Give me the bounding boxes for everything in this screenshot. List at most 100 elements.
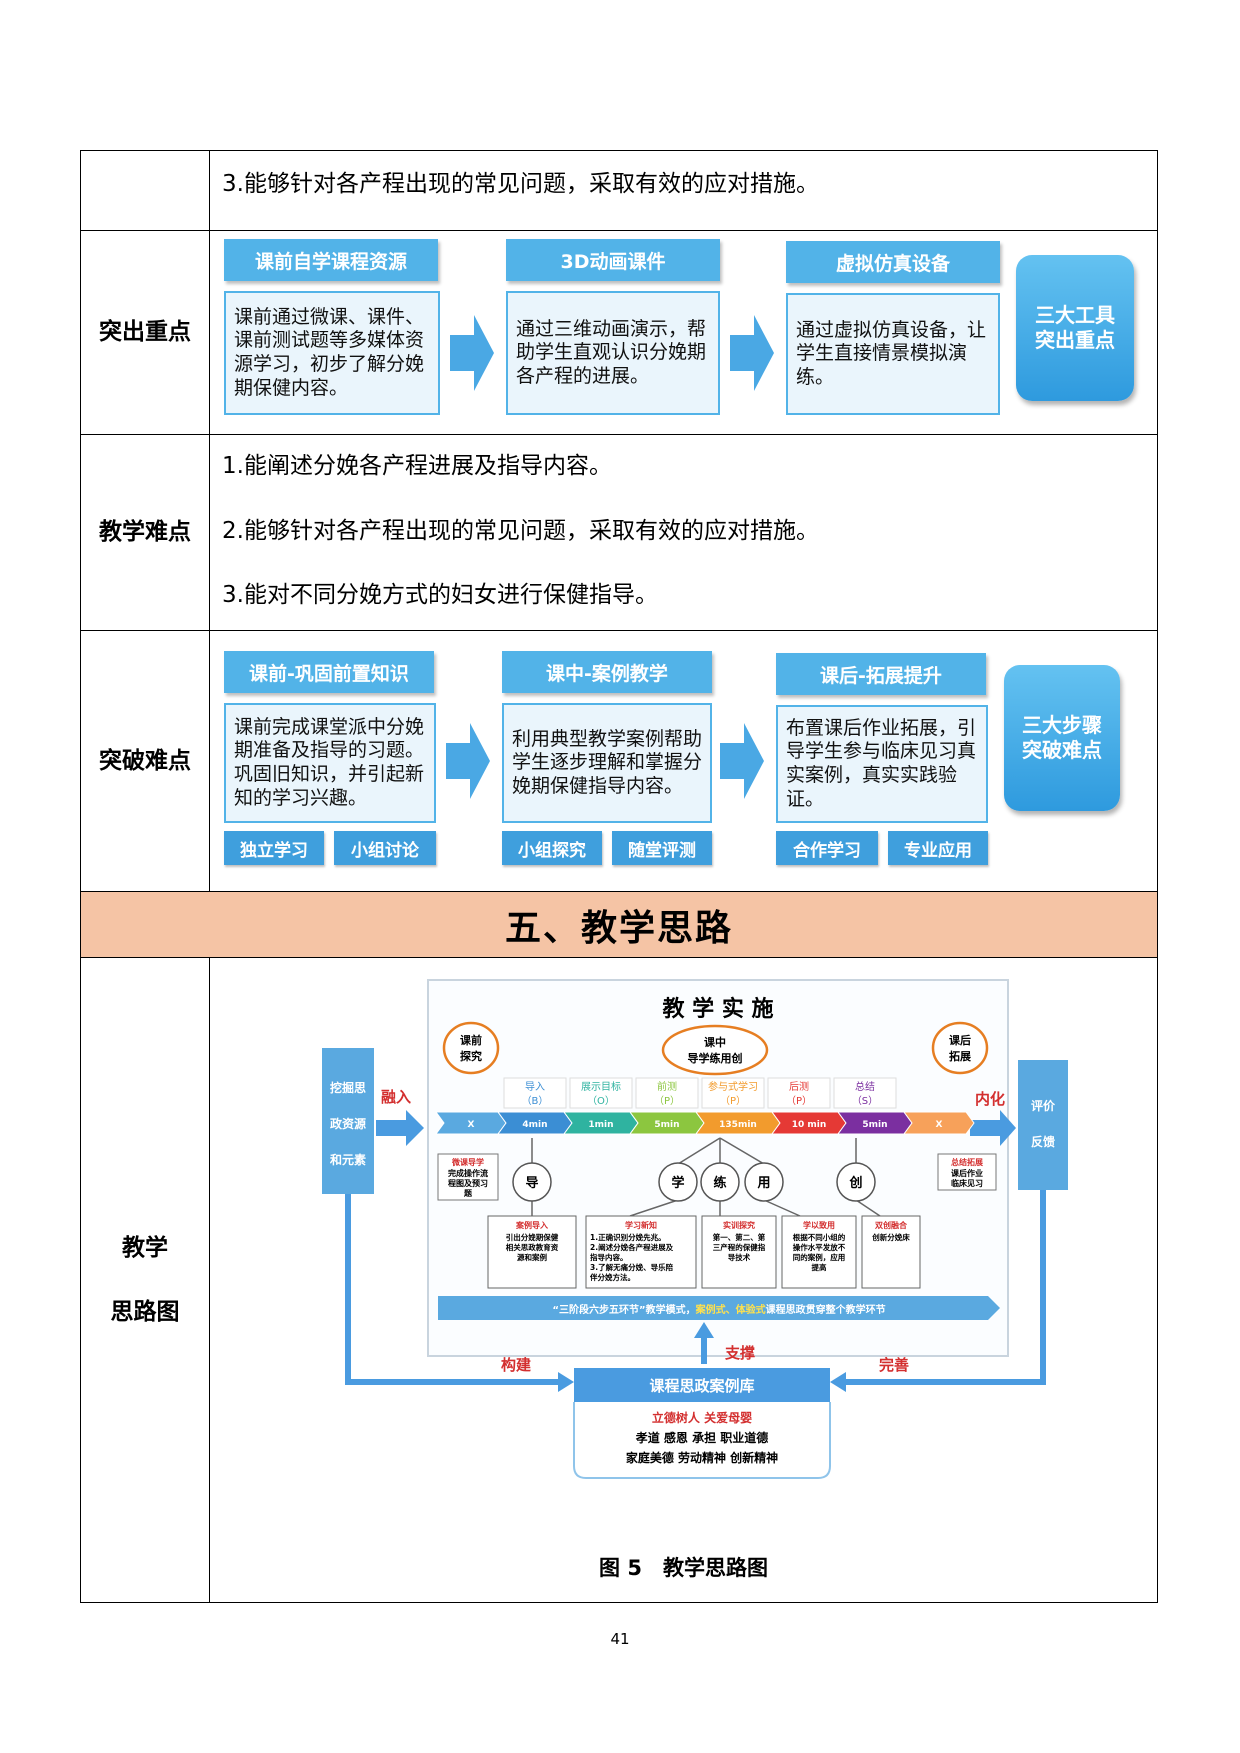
phase-label-bottom: （P） xyxy=(786,1095,812,1107)
post-class-text-1: 课后 xyxy=(949,1033,971,1047)
rongru-label: 融入 xyxy=(381,1088,411,1106)
detail-boxes: 案例导入引出分娩期保健相关思政教育资源和案例学习新知1.正确识别分娩先兆。2.阐… xyxy=(487,1215,921,1289)
construct-label: 构建 xyxy=(501,1356,532,1374)
mode-banner-text: “三阶段六步五环节”教学模式，案例式、体验式课程思政贯穿整个教学环节 xyxy=(552,1303,885,1316)
phase-label-bottom: （P） xyxy=(720,1095,746,1107)
in-class-ellipse xyxy=(661,1024,769,1076)
post-class-ellipse xyxy=(931,1021,989,1075)
breakthrough-step-2-title: 课中-案例教学 xyxy=(502,651,712,693)
emphasis-step-1-body: 课前通过微课、课件、课前测试题等多媒体资源学习，初步了解分娩期保健内容。 xyxy=(224,291,440,415)
connector-line xyxy=(629,1199,679,1217)
teaching-flow-figure: 教 学 实 施 课前 探究 课中 导学练用创 课后 拓展 挖掘思 政资源 和元素 xyxy=(258,978,1138,1538)
detail-box-line: 源和案例 xyxy=(517,1252,547,1262)
pre-class-text-1: 课前 xyxy=(460,1033,482,1047)
page-number: 41 xyxy=(610,1630,630,1648)
detail-box xyxy=(701,1215,777,1289)
right-box-line-2: 反馈 xyxy=(1031,1134,1055,1149)
pre-class-ellipse xyxy=(442,1021,500,1075)
detail-box-line: 引出分娩期保健 xyxy=(506,1232,559,1242)
case-library-red: 立德树人 关爱母婴 xyxy=(652,1410,752,1425)
detail-box-line: 提高 xyxy=(812,1262,827,1272)
left-box-line-1: 挖掘思 xyxy=(330,1080,366,1095)
figure-caption: 图 5 教学思路图 xyxy=(599,1556,768,1580)
detail-box-line: 指导内容。 xyxy=(590,1252,628,1262)
circle-create xyxy=(836,1162,876,1202)
mode-banner xyxy=(438,1296,1000,1320)
improve-arrow-line xyxy=(846,1190,1046,1385)
detail-box-line: 操作水平发放不 xyxy=(793,1242,846,1252)
detail-box-line: 1.正确识别分娩先兆。 xyxy=(590,1232,666,1242)
phase-label-box xyxy=(767,1077,831,1109)
chip-in-class-test: 随堂评测 xyxy=(612,831,712,865)
difficulty-label: 教学难点 xyxy=(81,435,210,630)
circle-create-text: 创 xyxy=(848,1175,862,1191)
pre-class-text-2: 探究 xyxy=(460,1049,482,1063)
pre-note-line-4: 题 xyxy=(463,1188,473,1198)
in-class-text-1: 课中 xyxy=(704,1035,726,1049)
case-library-title: 课程思政案例库 xyxy=(649,1377,754,1395)
row-label-empty xyxy=(81,151,210,230)
support-label: 支撑 xyxy=(724,1344,755,1362)
detail-box-line: 相关思政教育资 xyxy=(506,1242,559,1252)
chip-cooperative-learning: 合作学习 xyxy=(776,831,878,865)
post-note-line-2: 课后作业 xyxy=(951,1168,983,1178)
timeline-label: X xyxy=(468,1120,475,1130)
timeline-label: 1min xyxy=(588,1120,613,1130)
timeline-label: 4min xyxy=(522,1120,547,1130)
connector-line xyxy=(855,1199,881,1217)
phase-label-top: 导入 xyxy=(525,1081,545,1093)
circle-guide-text: 导 xyxy=(525,1176,538,1191)
emphasis-step-1-title: 课前自学课程资源 xyxy=(224,239,438,281)
emphasis-step-2-body: 通过三维动画演示，帮助学生直观认识分娩期各产程的进展。 xyxy=(506,291,720,415)
case-library-body xyxy=(573,1402,831,1479)
detail-box-line: 三产程的保健指 xyxy=(713,1242,766,1252)
timeline-label: X xyxy=(936,1120,943,1130)
chip-group-discussion: 小组讨论 xyxy=(334,831,436,865)
post-class-text-2: 拓展 xyxy=(949,1049,972,1063)
detail-box-title: 双创融合 xyxy=(875,1220,908,1230)
detail-box-line: 同的案例，应用 xyxy=(793,1252,846,1262)
emphasis-step-2-title: 3D动画课件 xyxy=(506,239,720,281)
phase-label-bottom: （O） xyxy=(587,1095,615,1107)
breakthrough-step-1-title: 课前-巩固前置知识 xyxy=(224,651,434,693)
improve-label: 完善 xyxy=(879,1356,909,1374)
phase-label-box xyxy=(833,1077,897,1109)
emphasis-label: 突出重点 xyxy=(81,231,210,434)
in-class-text-2: 导学练用创 xyxy=(688,1051,743,1065)
detail-box-title: 学以致用 xyxy=(803,1220,835,1230)
difficulty-item-2: 2.能够针对各产程出现的常见问题，采取有效的应对措施。 xyxy=(222,517,819,544)
circle-learn xyxy=(658,1162,698,1202)
timeline-label: 135min xyxy=(719,1120,757,1130)
connector-line xyxy=(677,1137,721,1165)
figure-title: 教 学 实 施 xyxy=(663,996,774,1022)
arrow-right-icon xyxy=(730,315,774,391)
phase-labels: 导入（B）展示目标（O）前测（P）参与式学习（P）后测（P）总结（S） xyxy=(503,1077,897,1109)
phase-label-top: 展示目标 xyxy=(581,1081,621,1093)
post-note-box xyxy=(937,1153,997,1191)
phase-label-top: 参与式学习 xyxy=(708,1080,758,1093)
row-emphasis: 突出重点 课前自学课程资源 课前通过微课、课件、课前测试题等多媒体资源学习，初步… xyxy=(81,231,1157,435)
breakthrough-step-3-title: 课后-拓展提升 xyxy=(776,653,986,695)
left-source-box xyxy=(322,1048,374,1194)
connector-line xyxy=(763,1199,801,1217)
post-note-line-3: 临床见习 xyxy=(951,1178,983,1188)
breakthrough-step-2-body: 利用典型教学案例帮助学生逐步理解和掌握分娩期保健指导内容。 xyxy=(502,703,712,823)
case-library-header xyxy=(574,1368,830,1402)
arrow-right-icon xyxy=(446,723,490,799)
connector-line xyxy=(719,1137,765,1165)
phase-label-top: 后测 xyxy=(789,1080,809,1093)
detail-box-title: 案例导入 xyxy=(515,1220,548,1230)
case-library-line-3: 家庭美德 劳动精神 创新精神 xyxy=(626,1450,778,1465)
phase-label-top: 前测 xyxy=(657,1080,677,1093)
detail-box-title: 实训探究 xyxy=(723,1220,755,1230)
phase-label-bottom: （S） xyxy=(852,1095,878,1107)
circle-apply-text: 用 xyxy=(756,1176,770,1191)
row-difficulty: 教学难点 1.能阐述分娩各产程进展及指导内容。 2.能够针对各产程出现的常见问题… xyxy=(81,435,1157,631)
detail-box-line: 根据不同小组的 xyxy=(793,1232,846,1242)
detail-box xyxy=(781,1215,857,1289)
phase-label-top: 总结 xyxy=(855,1080,875,1093)
pre-note-line-3: 程图及预习 xyxy=(448,1178,488,1188)
post-note-line-1: 总结拓展 xyxy=(951,1157,983,1167)
section-header: 五、教学思路 xyxy=(81,892,1157,958)
timeline-label: 10 min xyxy=(792,1120,827,1130)
